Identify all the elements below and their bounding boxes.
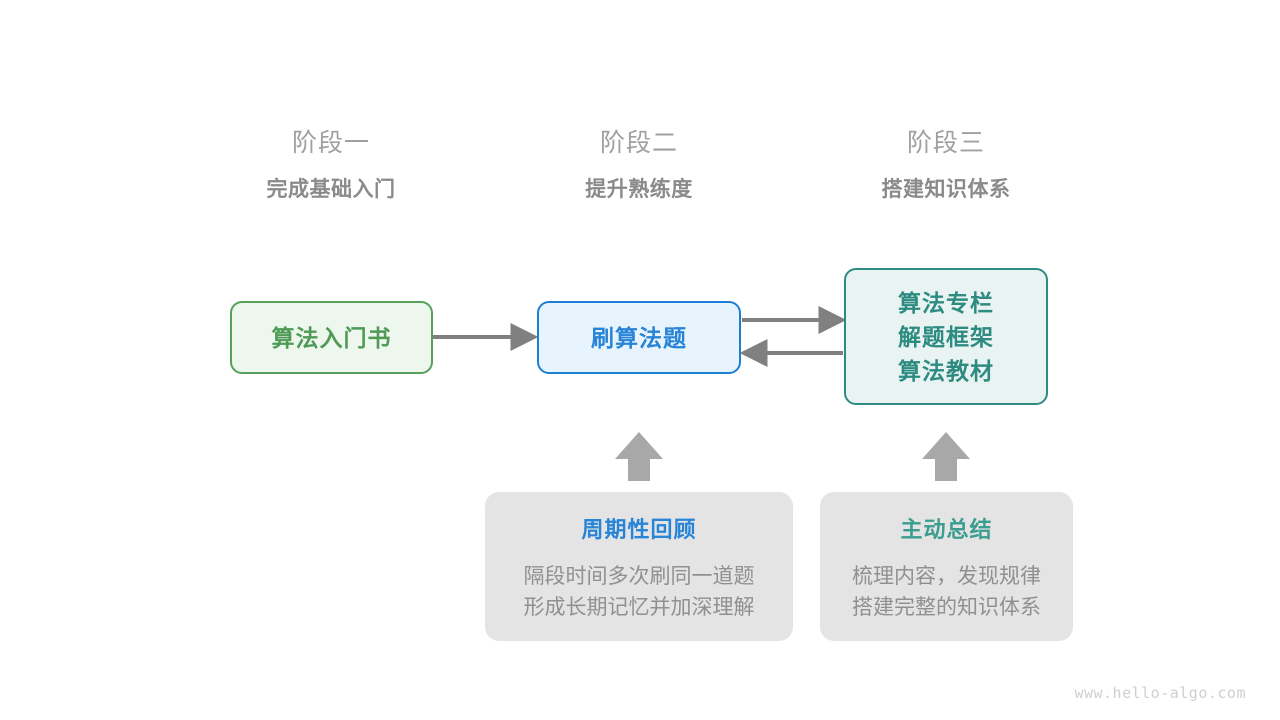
node-knowledge-system[interactable]: 算法专栏 解题框架 算法教材 [844,268,1048,405]
node-intro-book-label: 算法入门书 [271,324,392,351]
stage-header-3: 阶段三 搭建知识体系 [816,128,1076,204]
note-active-summary-body: 梳理内容，发现规律 搭建完整的知识体系 [852,561,1041,623]
note-periodic-review[interactable]: 周期性回顾 隔段时间多次刷同一道题 形成长期记忆并加深理解 [485,492,793,641]
arrow-summary-to-knowledge [922,432,970,481]
watermark: www.hello-algo.com [1074,684,1246,702]
note-active-summary-body-line-2: 搭建完整的知识体系 [852,596,1041,620]
node-knowledge-line-3: 算法教材 [898,357,994,384]
stage-header-1: 阶段一 完成基础入门 [201,128,461,204]
node-intro-book[interactable]: 算法入门书 [230,301,433,374]
stage-subtitle-3: 搭建知识体系 [881,178,1011,202]
note-periodic-review-body-line-2: 形成长期记忆并加深理解 [523,596,755,620]
note-periodic-review-body: 隔段时间多次刷同一道题 形成长期记忆并加深理解 [524,561,755,623]
stage-title-1: 阶段一 [291,129,370,157]
stage-header-2: 阶段二 提升熟练度 [509,128,769,204]
note-periodic-review-body-line-1: 隔段时间多次刷同一道题 [523,565,755,589]
stage-subtitle-2: 提升熟练度 [585,178,693,202]
node-knowledge-line-2: 解题框架 [898,323,994,350]
arrow-review-to-practice [615,432,663,481]
node-knowledge-line-1: 算法专栏 [898,289,994,316]
node-practice-problems-label: 刷算法题 [591,324,687,351]
stage-title-2: 阶段二 [599,129,678,157]
stage-title-3: 阶段三 [906,129,985,157]
stage-subtitle-1: 完成基础入门 [266,178,396,202]
note-active-summary-title: 主动总结 [900,517,993,542]
note-active-summary[interactable]: 主动总结 梳理内容，发现规律 搭建完整的知识体系 [820,492,1073,641]
note-active-summary-body-line-1: 梳理内容，发现规律 [852,565,1041,589]
node-practice-problems[interactable]: 刷算法题 [537,301,741,374]
note-periodic-review-title: 周期性回顾 [581,517,697,542]
